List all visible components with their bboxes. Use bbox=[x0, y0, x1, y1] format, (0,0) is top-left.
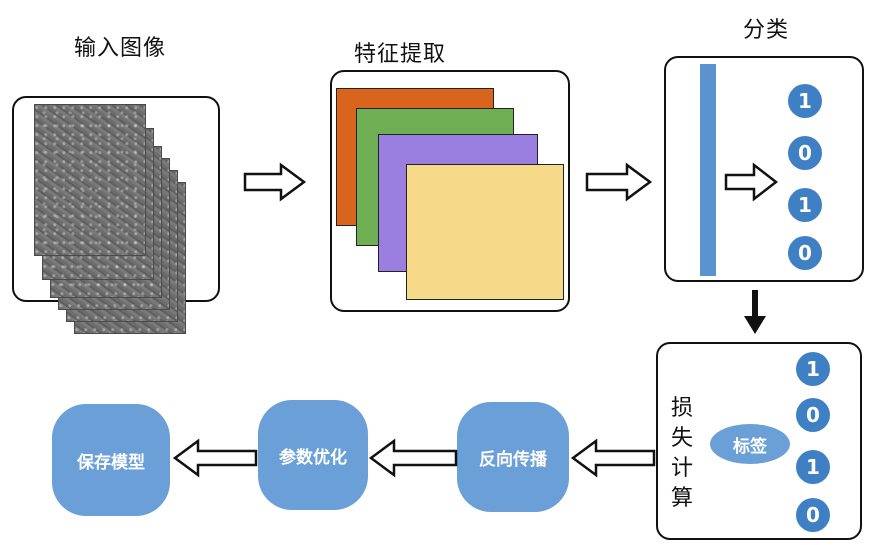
class-output-digit: 1 bbox=[788, 84, 822, 118]
classification-box: 1 0 1 0 bbox=[664, 56, 864, 282]
arrow-left-icon bbox=[570, 438, 656, 478]
feature-extraction-box bbox=[330, 70, 570, 312]
class-output-digit: 0 bbox=[788, 236, 822, 270]
arrow-left-icon bbox=[368, 438, 458, 478]
arrow-right-icon bbox=[243, 162, 307, 202]
label-digit: 1 bbox=[796, 450, 830, 484]
arrow-left-icon bbox=[172, 438, 258, 478]
arrow-right-icon bbox=[585, 162, 653, 202]
save-model-step: 保存模型 bbox=[52, 404, 170, 516]
loss-char: 失 bbox=[670, 426, 693, 451]
label-digit: 0 bbox=[796, 498, 830, 532]
fully-connected-bar bbox=[700, 64, 716, 276]
label-digit: 0 bbox=[796, 398, 830, 432]
parameter-optimization-step: 参数优化 bbox=[258, 400, 368, 510]
loss-char: 损 bbox=[670, 396, 693, 421]
loss-char: 算 bbox=[670, 486, 693, 511]
feature-map-yellow bbox=[406, 164, 564, 300]
feature-extraction-title: 特征提取 bbox=[354, 42, 447, 67]
loss-label-vertical: 损 失 计 算 bbox=[668, 394, 696, 514]
classification-title: 分类 bbox=[743, 18, 790, 43]
label-badge: 标签 bbox=[710, 424, 790, 464]
class-output-digit: 1 bbox=[788, 188, 822, 222]
class-output-digit: 0 bbox=[788, 136, 822, 170]
input-image-box bbox=[12, 96, 220, 334]
image-sheet-6 bbox=[34, 104, 146, 256]
loss-char: 计 bbox=[670, 456, 693, 481]
label-digit: 1 bbox=[796, 352, 830, 386]
arrow-down-icon bbox=[744, 290, 766, 334]
arrow-right-icon bbox=[724, 162, 779, 202]
input-image-title: 输入图像 bbox=[74, 36, 167, 61]
loss-computation-box: 损 失 计 算 标签 1 0 1 0 bbox=[656, 342, 862, 540]
backprop-step: 反向传播 bbox=[457, 402, 569, 512]
